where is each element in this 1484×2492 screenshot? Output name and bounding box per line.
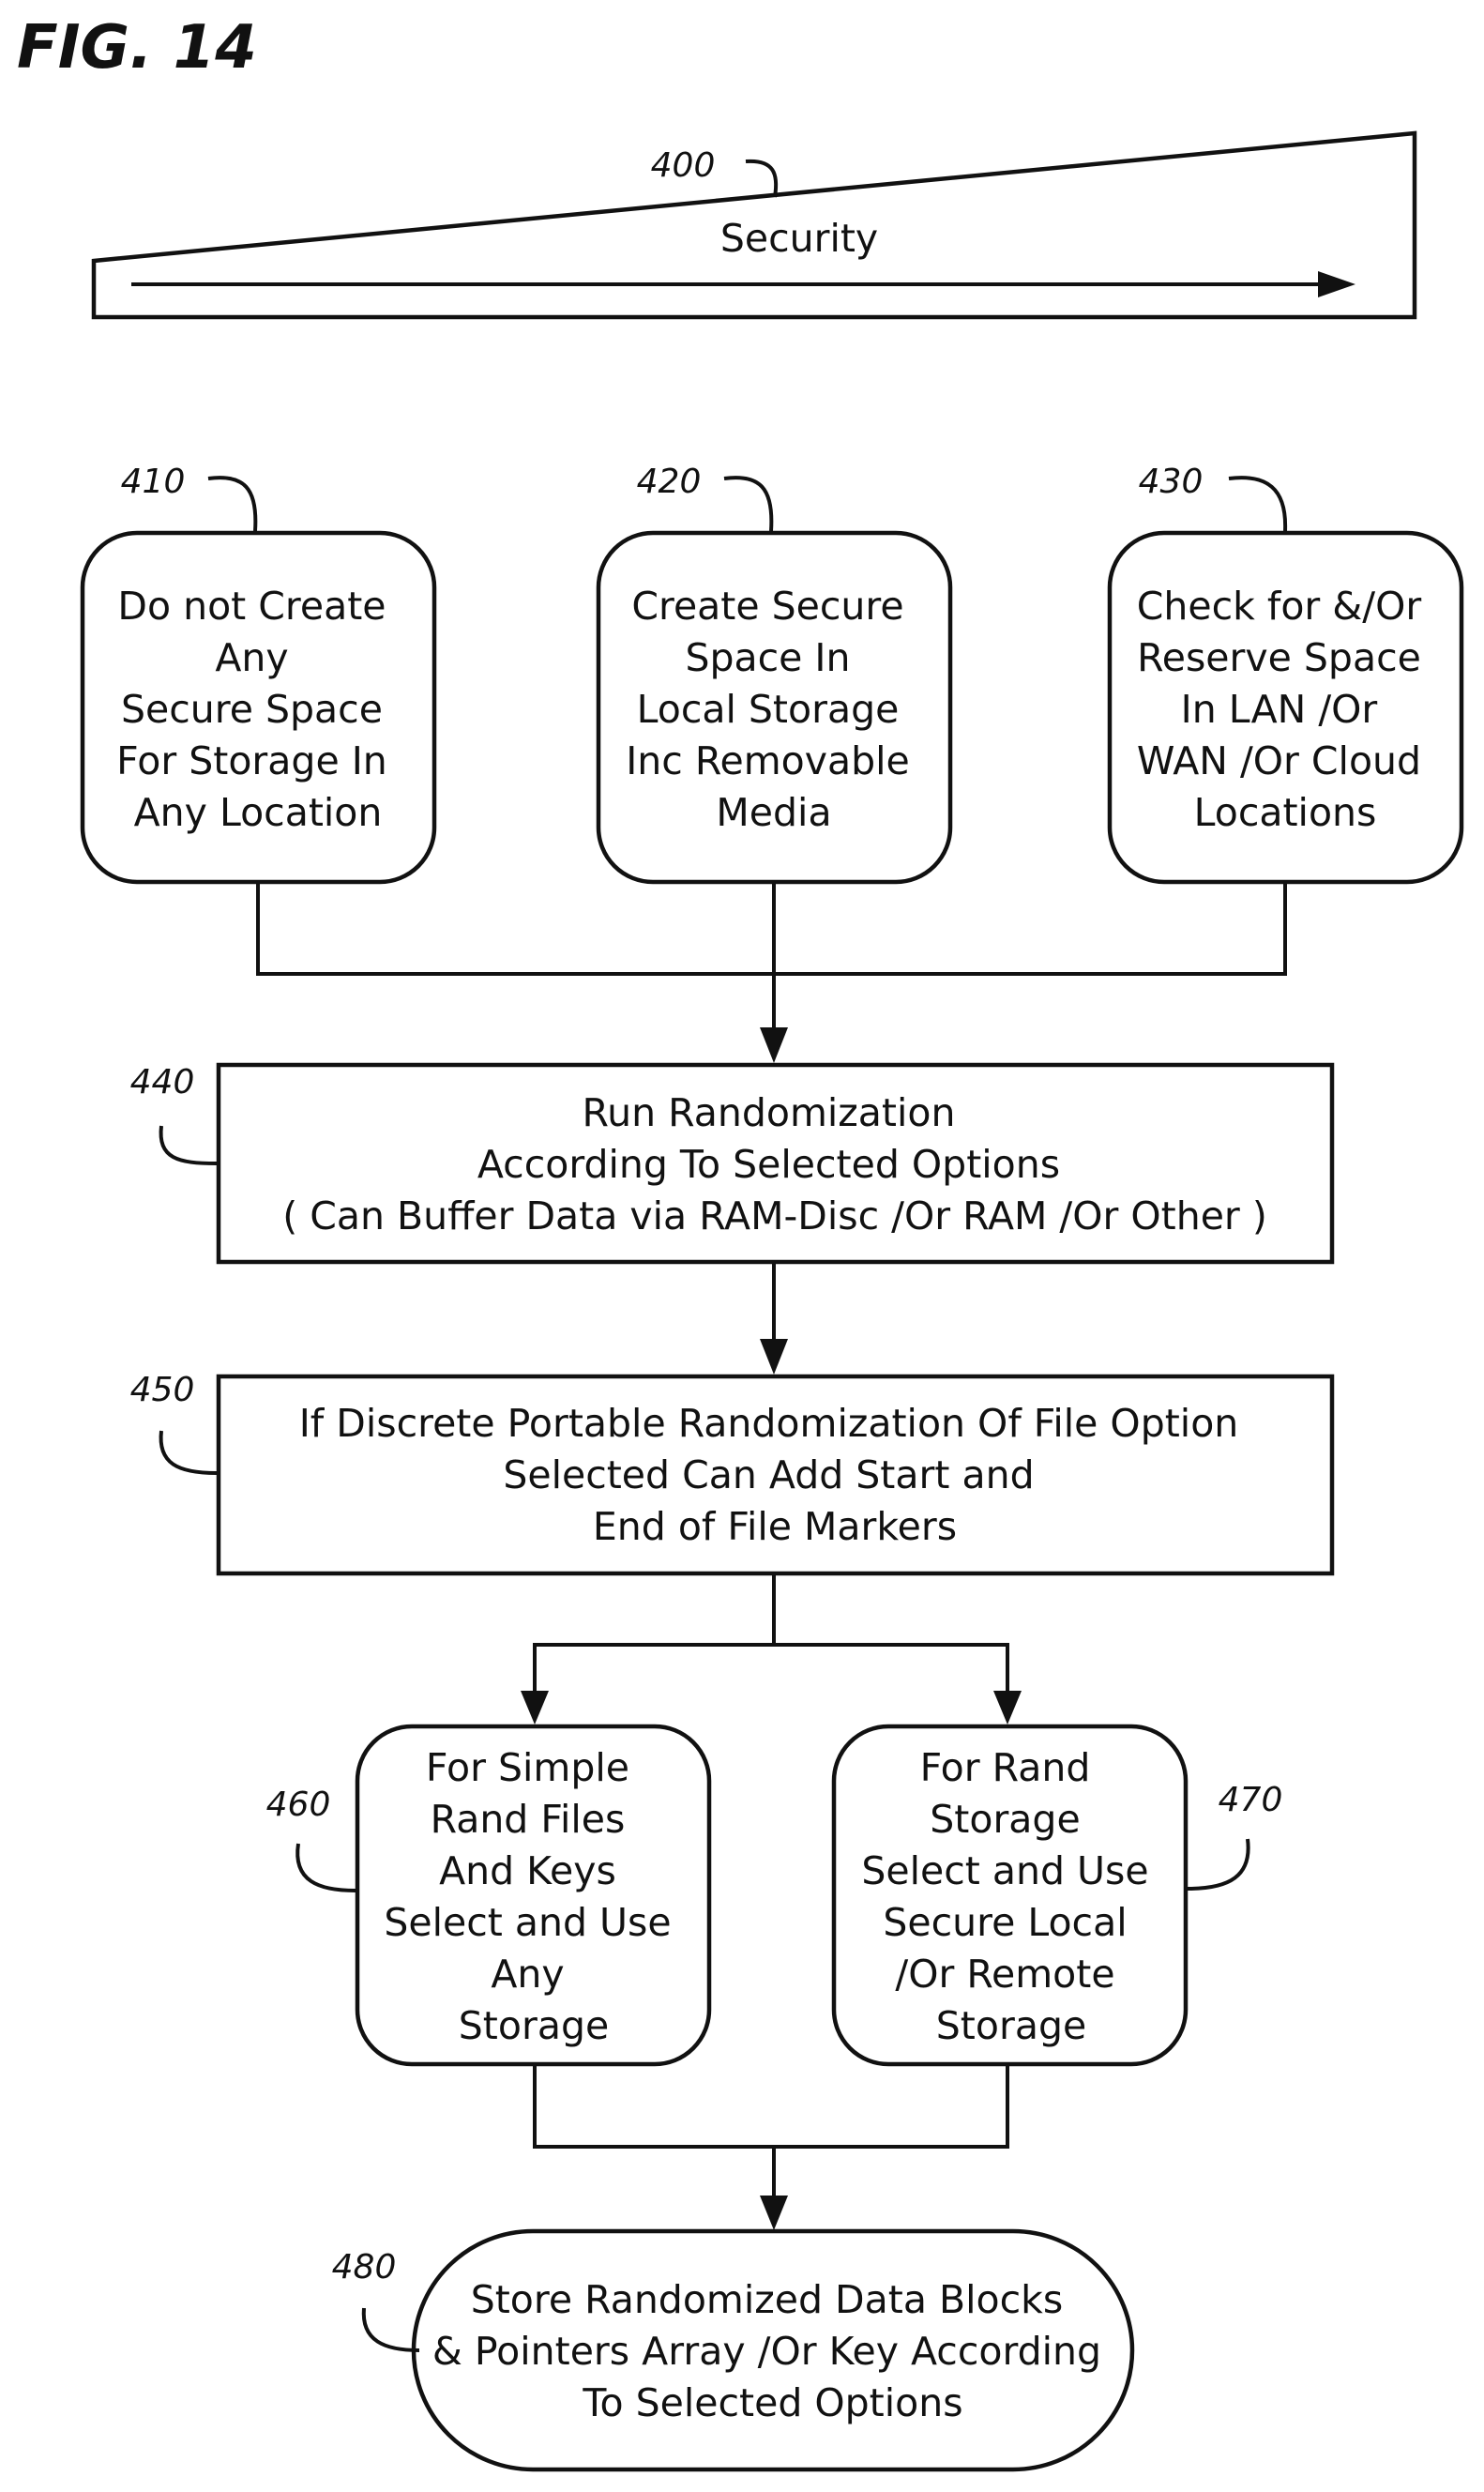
node-420: Create Secure Space In Local Storage Inc…	[598, 463, 950, 882]
node-430-line-5: Locations	[1194, 790, 1377, 835]
ref-480: 480	[332, 2248, 397, 2287]
node-460-line-3: And Keys	[439, 1848, 616, 1893]
node-410-line-5: Any Location	[134, 790, 383, 835]
ref-420: 420	[637, 463, 702, 501]
node-460-line-2: Rand Files	[431, 1797, 626, 1842]
ref-400: 400	[651, 146, 716, 185]
node-440-line-2: According To Selected Options	[477, 1142, 1060, 1187]
ref-430: 430	[1139, 463, 1204, 501]
node-480-line-3: To Selected Options	[582, 2380, 962, 2425]
node-430-line-4: WAN /Or Cloud	[1137, 738, 1421, 783]
node-420-line-3: Local Storage	[637, 687, 900, 732]
node-420-line-1: Create Secure	[631, 584, 903, 629]
node-470-line-3: Select and Use	[861, 1848, 1148, 1893]
node-460-line-4: Select and Use	[384, 1900, 671, 1945]
node-460-line-5: Any	[491, 1952, 564, 1997]
connector-top-merge	[256, 882, 1287, 1063]
node-420-line-2: Space In	[685, 635, 850, 680]
node-440: Run Randomization According To Selected …	[130, 1063, 1332, 1262]
node-410-line-1: Do not Create	[117, 584, 386, 629]
ref-470-leader	[1188, 1839, 1249, 1889]
ref-460-leader	[297, 1844, 356, 1891]
arrowhead-into-470	[993, 1691, 1022, 1725]
node-440-line-3: ( Can Buffer Data via RAM-Disc /Or RAM /…	[282, 1193, 1267, 1238]
node-410-line-3: Secure Space	[121, 687, 383, 732]
node-410: Do not Create Any Secure Space For Stora…	[83, 463, 434, 882]
connector-bottom-merge	[533, 2064, 1009, 2230]
arrowhead-into-440	[760, 1027, 788, 1063]
node-440-line-1: Run Randomization	[582, 1090, 955, 1135]
security-wedge: Security 400	[94, 133, 1415, 317]
ref-450-leader	[161, 1431, 217, 1473]
node-430-line-3: In LAN /Or	[1181, 687, 1378, 732]
security-label: Security	[720, 216, 878, 261]
node-430-line-1: Check for &/Or	[1137, 584, 1422, 629]
connector-split	[521, 1573, 1022, 1725]
ref-430-leader	[1229, 478, 1285, 531]
node-470-line-2: Storage	[930, 1797, 1080, 1842]
ref-460: 460	[266, 1785, 331, 1824]
node-450: If Discrete Portable Randomization Of Fi…	[130, 1371, 1332, 1573]
node-450-line-3: End of File Markers	[593, 1504, 957, 1549]
node-470: For Rand Storage Select and Use Secure L…	[834, 1726, 1282, 2064]
ref-410: 410	[121, 463, 186, 501]
node-470-line-4: Secure Local	[883, 1900, 1127, 1945]
ref-420-leader	[724, 478, 771, 531]
node-480: Store Randomized Data Blocks & Pointers …	[332, 2231, 1132, 2469]
node-430: Check for &/Or Reserve Space In LAN /Or …	[1110, 463, 1461, 882]
node-410-line-4: For Storage In	[116, 738, 387, 783]
node-410-line-2: Any	[215, 635, 288, 680]
node-410-text: Do not Create Any Secure Space For Stora…	[116, 584, 400, 835]
ref-480-leader	[364, 2308, 419, 2350]
node-470-line-5: /Or Remote	[895, 1952, 1114, 1997]
ref-410-leader	[208, 478, 255, 531]
figure-title: FIG. 14	[17, 13, 257, 83]
ref-440-leader	[161, 1126, 217, 1163]
ref-450: 450	[130, 1371, 195, 1409]
node-450-line-1: If Discrete Portable Randomization Of Fi…	[299, 1401, 1239, 1446]
ref-400-leader	[746, 161, 776, 197]
ref-440: 440	[130, 1063, 195, 1102]
node-420-line-5: Media	[716, 790, 831, 835]
node-470-line-6: Storage	[936, 2003, 1086, 2048]
node-480-line-1: Store Randomized Data Blocks	[471, 2277, 1064, 2322]
arrowhead-into-480	[760, 2196, 788, 2230]
node-480-line-2: & Pointers Array /Or Key According	[432, 2329, 1101, 2374]
arrowhead-into-460	[521, 1691, 549, 1725]
arrowhead-into-450	[760, 1339, 788, 1375]
ref-470: 470	[1219, 1781, 1283, 1819]
node-460: For Simple Rand Files And Keys Select an…	[266, 1726, 709, 2064]
node-450-line-2: Selected Can Add Start and	[503, 1452, 1034, 1497]
node-470-line-1: For Rand	[920, 1745, 1091, 1790]
node-460-line-1: For Simple	[426, 1745, 629, 1790]
node-430-line-2: Reserve Space	[1137, 635, 1421, 680]
node-460-line-6: Storage	[459, 2003, 609, 2048]
node-420-line-4: Inc Removable	[626, 738, 910, 783]
